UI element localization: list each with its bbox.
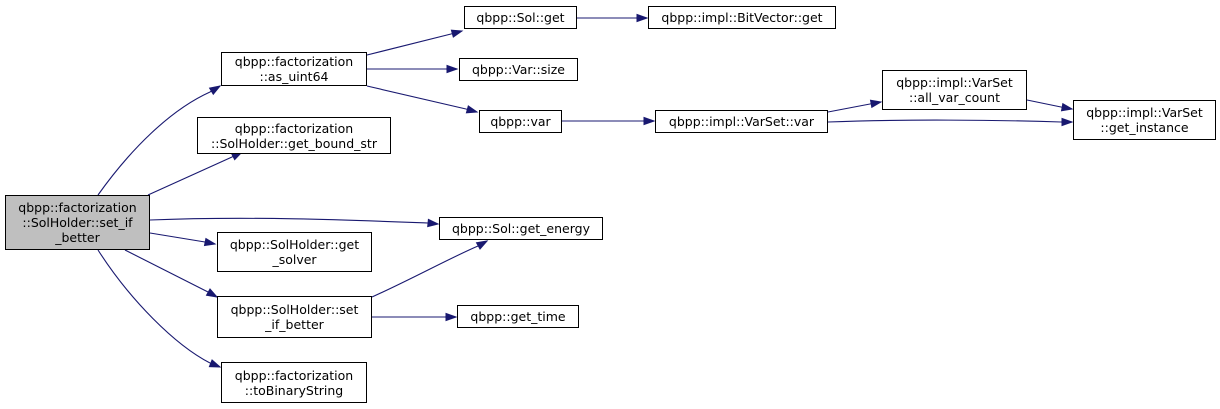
node-label-line: qbpp::impl::VarSet [896,75,1013,90]
node-label-line: ::all_var_count [909,90,1000,105]
node-label-line: qbpp::factorization [234,120,354,136]
node-label-line: _solver [272,252,317,267]
node-label-line: qbpp::factorization [234,54,354,69]
node-label-line: ::toBinaryString [244,382,344,398]
node-label-line: qbpp::var [490,114,551,129]
edge-varset-var-to-get-instance [827,119,1062,123]
edge-main-to-solholder-set-if-better-end [207,291,218,298]
node-all-var-count[interactable]: qbpp::impl::VarSet::all_var_count [882,70,1027,110]
node-var-size[interactable]: qbpp::Var::size [459,58,578,81]
node-set-if-better-main: qbpp::factorization::SolHolder::set_if_b… [5,195,150,250]
node-label-line: ::get_instance [1100,120,1189,135]
node-label-line: _better [55,230,100,245]
node-label-line: ::SolHolder::get_bound_str [211,135,377,151]
node-label-line: qbpp::Var::size [472,62,565,77]
node-label-line: qbpp::impl::BitVector::get [661,10,823,25]
node-get-time[interactable]: qbpp::get_time [457,305,579,328]
node-label-line: qbpp::Sol::get [476,10,565,25]
edge-main-to-as-uint64-end [209,85,221,93]
node-sol-get[interactable]: qbpp::Sol::get [464,6,577,29]
edge-all-var-count-to-get-instance [1026,99,1062,108]
edge-as-uint64-to-sol-get [366,33,452,56]
node-label-line: qbpp::SolHolder::set [230,302,359,317]
node-to-binary-string[interactable]: qbpp::factorization::toBinaryString [221,362,367,403]
node-get-instance[interactable]: qbpp::impl::VarSet::get_instance [1073,100,1216,140]
node-as-uint64[interactable]: qbpp::factorization::as_uint64 [221,52,367,86]
node-label-line: ::SolHolder::set_if [22,215,133,230]
edge-solholder-set-if-better-to-get-energy [371,245,479,298]
edge-varset-var-to-all-var-count [827,103,871,113]
edge-main-to-get-bound-str [147,156,233,196]
node-label-line: qbpp::impl::VarSet [1086,105,1203,120]
node-label-line: qbpp::SolHolder::get [229,237,360,252]
edge-as-uint64-to-var-end [465,108,478,113]
node-var[interactable]: qbpp::var [479,110,562,133]
node-label-line: qbpp::factorization [18,200,137,215]
node-label-line: _if_better [265,317,324,332]
edge-main-to-as-uint64 [97,91,211,196]
node-get-energy[interactable]: qbpp::Sol::get_energy [439,217,603,240]
node-label-line: qbpp::get_time [470,309,566,324]
node-label-line: qbpp::factorization [234,367,354,383]
edge-main-to-get-solver-end [204,241,216,245]
node-get-solver[interactable]: qbpp::SolHolder::get_solver [217,232,372,272]
edge-varset-var-to-all-var-count-end [869,101,882,105]
edge-as-uint64-to-var [366,85,467,110]
node-label-line: ::as_uint64 [259,69,329,84]
edge-main-to-get-energy [149,217,429,224]
node-bitvector-get[interactable]: qbpp::impl::BitVector::get [648,6,836,29]
edge-all-var-count-to-get-instance-end [1060,106,1073,110]
edge-main-to-to-binary-string-end [209,362,221,368]
edge-main-to-to-binary-string [97,249,211,364]
node-solholder-set-if-better[interactable]: qbpp::SolHolder::set_if_better [217,296,372,338]
node-label-line: qbpp::Sol::get_energy [452,221,590,236]
node-get-bound-str[interactable]: qbpp::factorization::SolHolder::get_boun… [197,117,391,154]
edge-main-to-get-energy-end [427,222,439,225]
edge-main-to-solholder-set-if-better [124,249,209,293]
edge-main-to-get-solver [149,232,206,243]
edge-as-uint64-to-sol-get-end [450,30,463,35]
edge-solholder-set-if-better-to-get-energy-end [477,240,488,247]
node-varset-var[interactable]: qbpp::impl::VarSet::var [655,110,828,133]
node-label-line: qbpp::impl::VarSet::var [668,114,815,129]
